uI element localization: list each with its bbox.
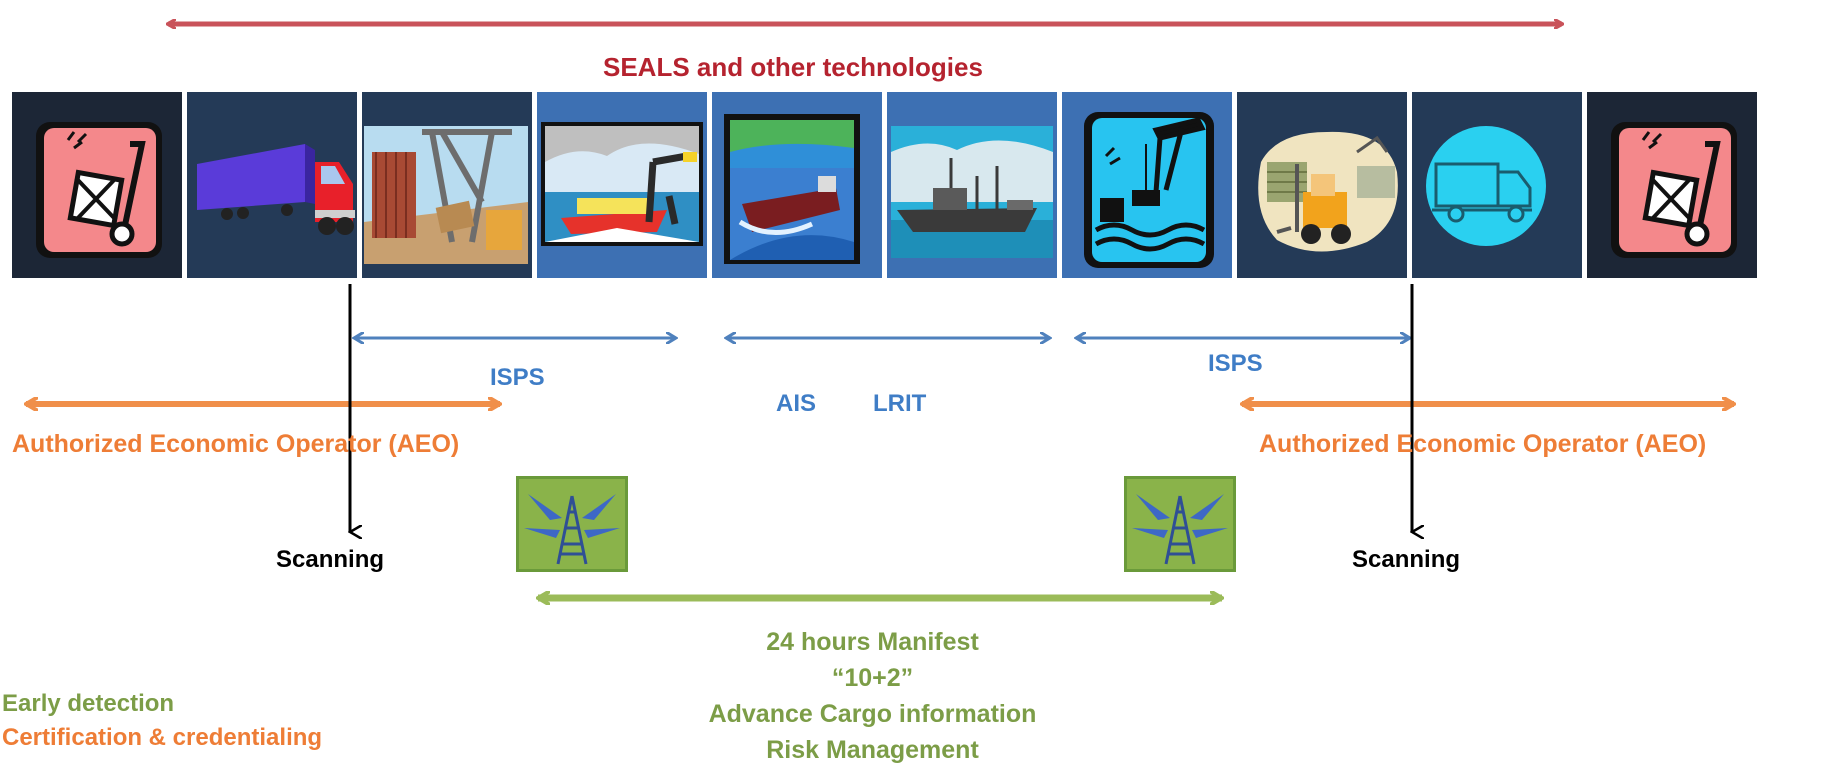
panel-loading-ship xyxy=(537,92,707,278)
scanning-left-label: Scanning xyxy=(276,546,385,573)
loading-crane-ship-icon xyxy=(541,122,703,246)
truck-trailer-icon xyxy=(197,144,355,235)
hand-truck-icon xyxy=(36,122,162,258)
panel-hand-truck-destination xyxy=(1587,92,1757,278)
ais-label: AIS xyxy=(776,390,817,417)
lrit-label: LRIT xyxy=(873,390,927,417)
manifest-block: 24 hours Manifest “10+2” Advance Cargo i… xyxy=(600,624,1145,768)
forklift-icon xyxy=(1258,131,1398,252)
manifest-line: 24 hours Manifest xyxy=(766,628,979,656)
antenna-tower-icon xyxy=(1124,476,1236,572)
panel-forklift xyxy=(1237,92,1407,278)
legend-early-detection: Early detection xyxy=(2,690,175,717)
panel-truck-trailer xyxy=(187,92,357,278)
panel-delivery-truck xyxy=(1412,92,1582,278)
dock-crane-icon xyxy=(1084,112,1214,268)
cargo-ship-photo xyxy=(891,126,1053,258)
seals-label: SEALS and other technologies xyxy=(603,52,983,82)
antenna-tower-icon xyxy=(516,476,628,572)
panel-cargo-ship xyxy=(887,92,1057,278)
panel-tanker-ship xyxy=(712,92,882,278)
aeo-right-label: Authorized Economic Operator (AEO) xyxy=(1259,430,1707,458)
isps-right-label: ISPS xyxy=(1208,350,1263,377)
panel-port-crane xyxy=(362,92,532,278)
hand-truck-icon xyxy=(1611,122,1737,258)
legend-certification: Certification & credentialing xyxy=(2,724,323,751)
tanker-ship-icon xyxy=(724,114,860,264)
isps-left-label: ISPS xyxy=(490,364,545,391)
port-crane-icon xyxy=(364,126,528,264)
delivery-truck-icon xyxy=(1426,126,1546,246)
scanning-right-label: Scanning xyxy=(1352,546,1461,573)
manifest-line: “10+2” xyxy=(831,664,914,692)
manifest-line: Advance Cargo information xyxy=(708,700,1037,728)
panel-dock-crane xyxy=(1062,92,1232,278)
panel-hand-truck-origin xyxy=(12,92,182,278)
manifest-line: Risk Management xyxy=(766,736,979,764)
aeo-left-label: Authorized Economic Operator (AEO) xyxy=(12,430,460,458)
